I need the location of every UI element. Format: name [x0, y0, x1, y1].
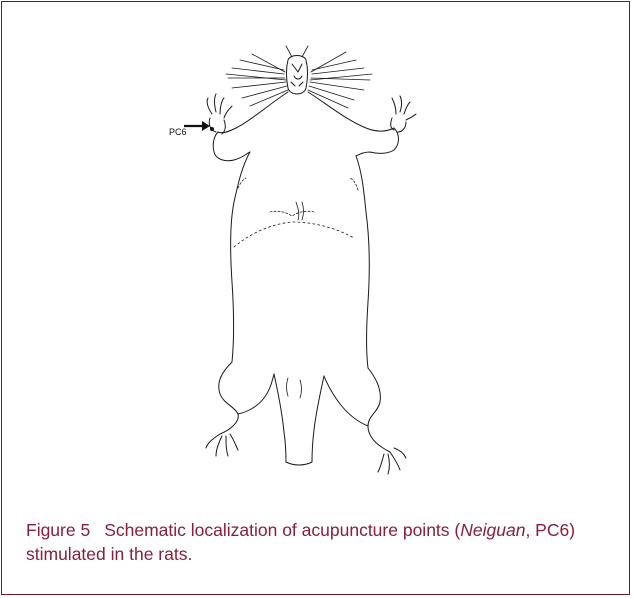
caption-text-part1: Schematic localization of acupuncture po… [104, 520, 460, 540]
acupoint-dot-icon [210, 127, 214, 131]
figure-caption: Figure 5 Schematic localization of acupun… [26, 518, 606, 566]
body-outline [213, 92, 398, 465]
pc6-annotation: PC6 [169, 121, 214, 137]
pc6-label: PC6 [169, 127, 187, 137]
left-hind-paw [206, 434, 238, 456]
arrow-right-icon [184, 121, 210, 131]
head [287, 56, 308, 95]
caption-italic-term: Neiguan [460, 520, 525, 540]
belly-texture [234, 178, 358, 398]
figure-label: Figure 5 [26, 520, 90, 540]
right-hind-paw [378, 448, 406, 474]
right-front-paw [391, 96, 416, 132]
rat-schematic-illustration: PC6 [2, 2, 631, 502]
